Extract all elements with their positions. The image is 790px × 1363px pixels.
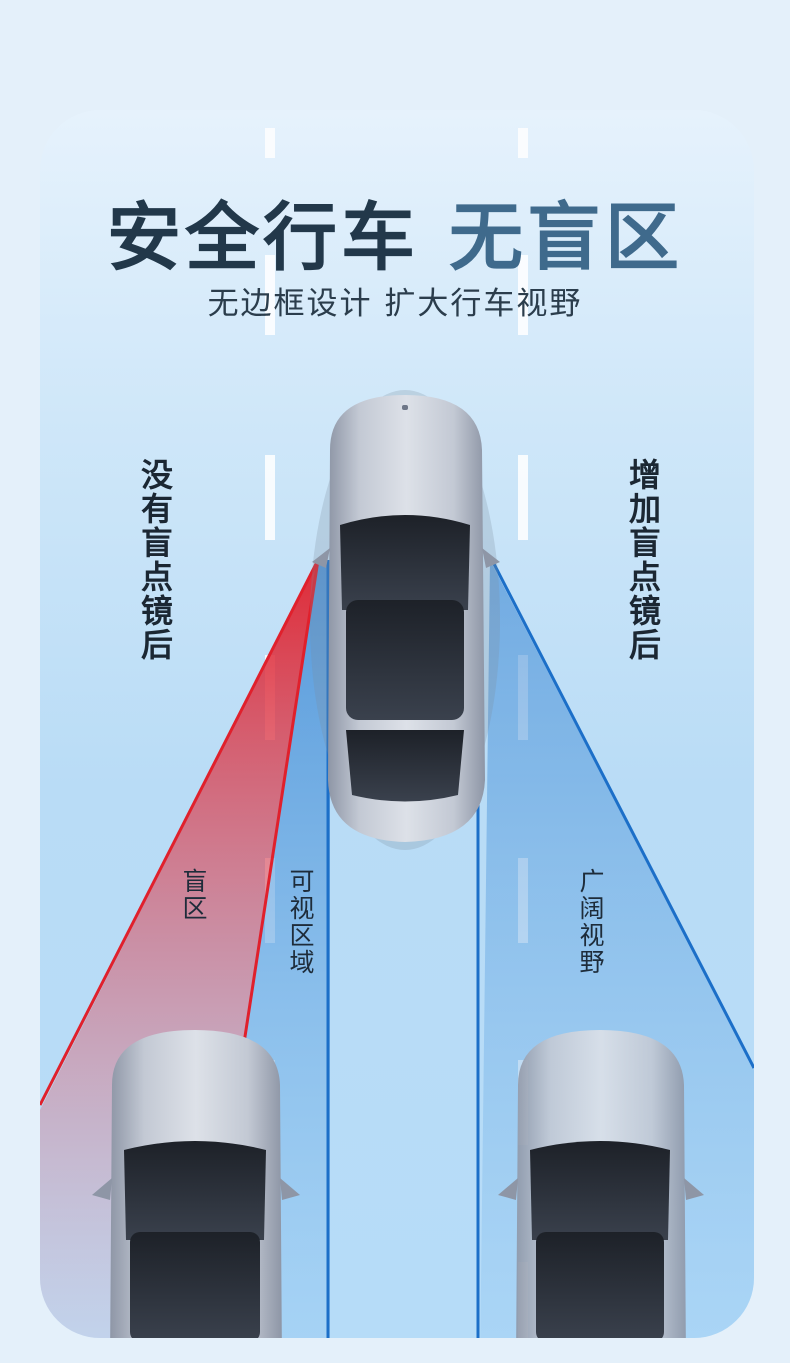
blind-zone-outer-edge bbox=[40, 559, 320, 1106]
main-car bbox=[310, 390, 500, 850]
headline-safe-driving: 安全行车 bbox=[107, 195, 419, 281]
wide-view-outer-edge bbox=[490, 559, 754, 1069]
rear-left-car bbox=[92, 1030, 300, 1338]
headline-no-blind-spot: 无盲区 bbox=[449, 195, 683, 281]
headline: 安全行车无盲区 bbox=[0, 178, 790, 285]
right-side-label: 增加盲点镜后 bbox=[624, 458, 662, 662]
visible-zone-label: 可视区域 bbox=[286, 868, 315, 976]
blind-zone-area bbox=[40, 560, 318, 1338]
left-side-label: 没有盲点镜后 bbox=[136, 458, 174, 662]
blind-zone-label: 盲区 bbox=[179, 868, 208, 922]
rear-right-car bbox=[498, 1030, 704, 1338]
wide-view-label: 广阔视野 bbox=[576, 868, 605, 976]
subtitle: 无边框设计 扩大行车视野 bbox=[207, 286, 583, 322]
